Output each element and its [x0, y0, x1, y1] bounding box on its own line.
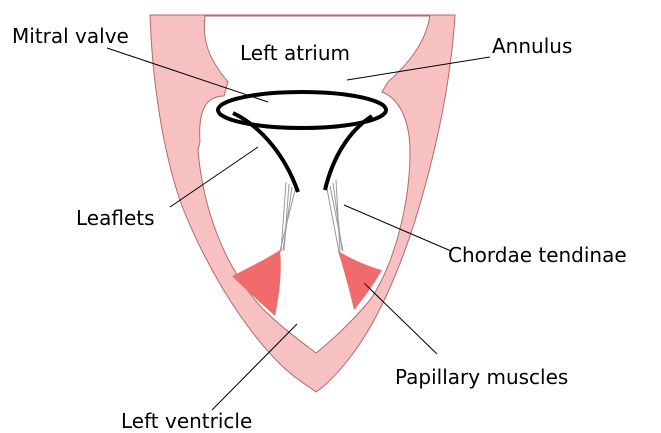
label-left-atrium: Left atrium [240, 41, 350, 65]
heart-wall [150, 15, 455, 392]
label-chordae-tendinae: Chordae tendinae [448, 243, 627, 267]
label-leaflets: Leaflets [76, 206, 155, 230]
chordae-strand [333, 183, 342, 250]
chordae-tendinae-strands [280, 180, 343, 252]
label-papillary-muscles: Papillary muscles [395, 365, 568, 389]
mitral-valve [218, 92, 386, 192]
label-left-ventricle: Left ventricle [121, 409, 252, 433]
label-annulus: Annulus [492, 34, 572, 58]
chordae-strand [281, 182, 286, 252]
label-mitral-valve: Mitral valve [12, 24, 129, 48]
